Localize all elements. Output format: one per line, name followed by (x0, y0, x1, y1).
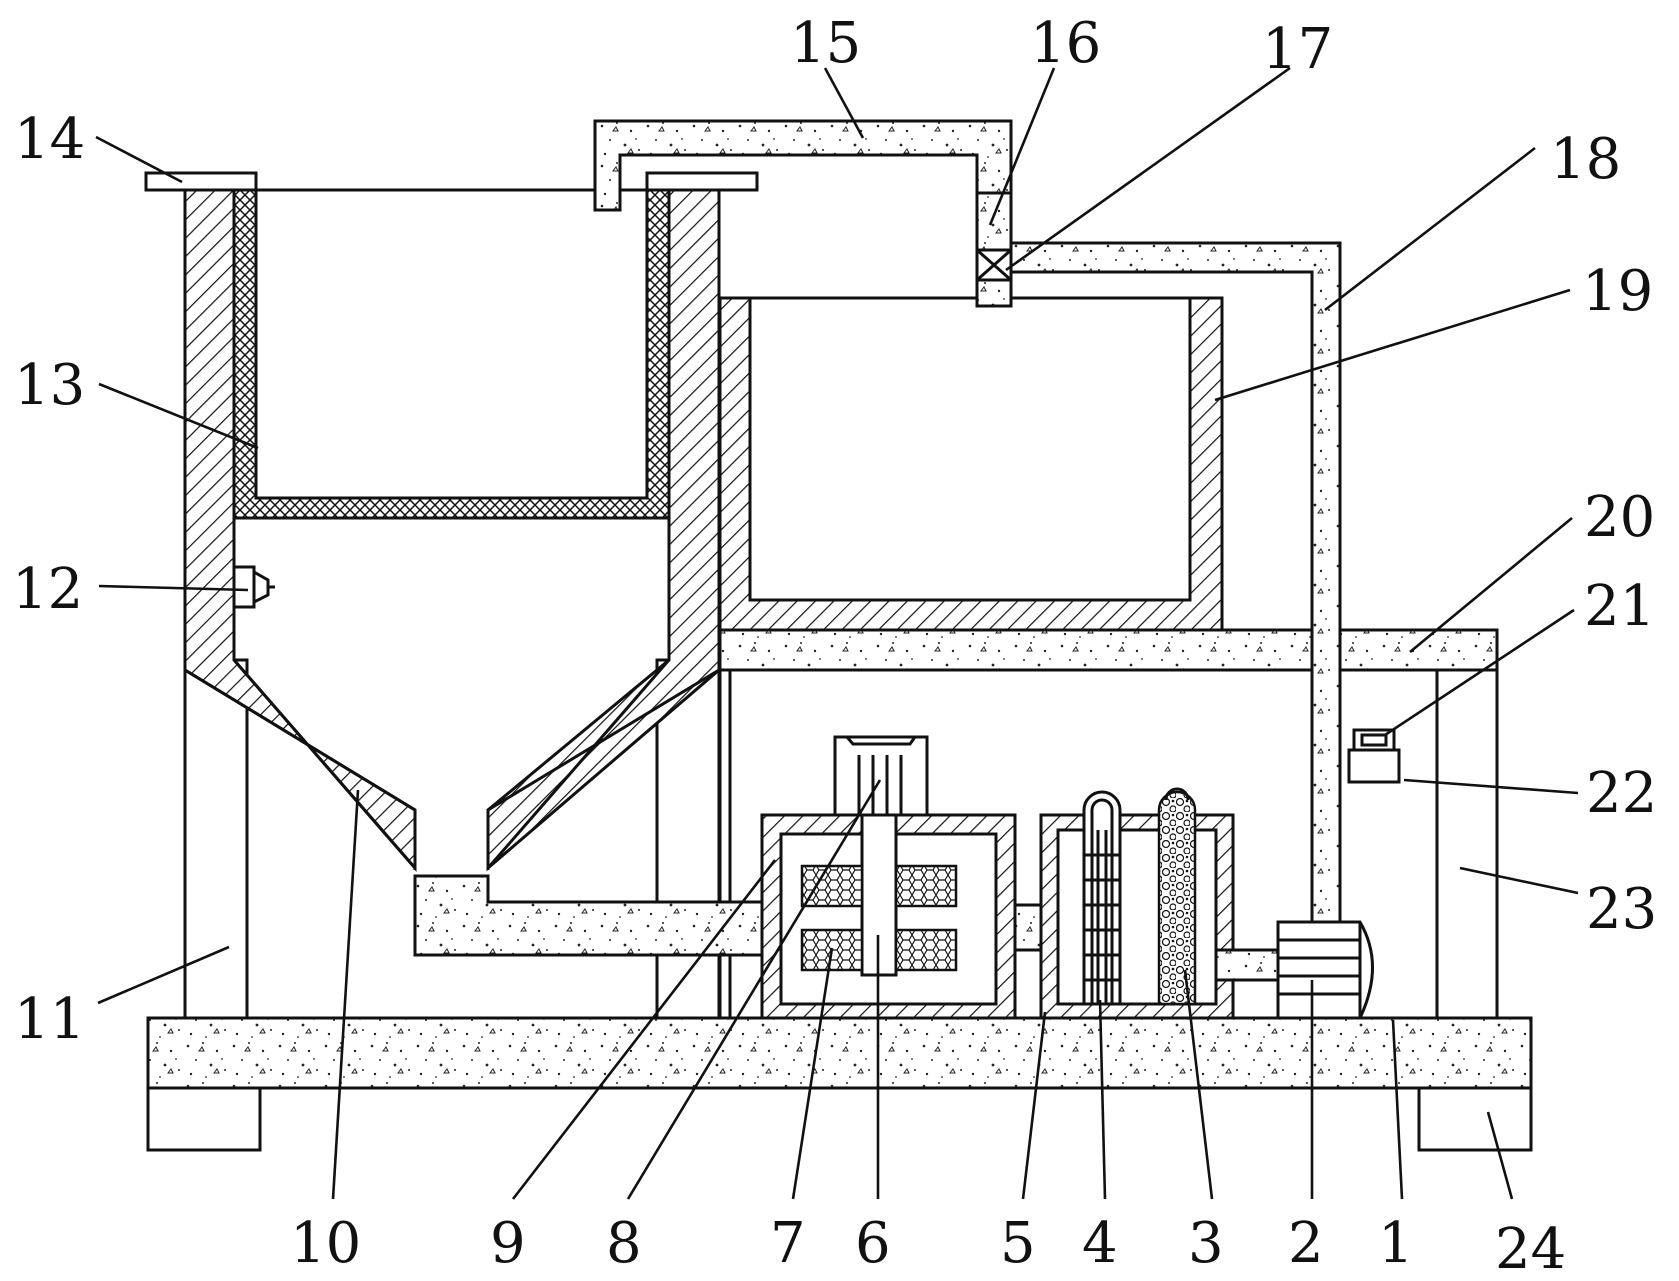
callout-9: 9 (490, 1211, 526, 1276)
frame-leg-right (1435, 668, 1499, 1020)
callout-8: 8 (606, 1211, 642, 1276)
stirring-blade-top-left (800, 864, 864, 908)
callout-3: 3 (1188, 1211, 1224, 1276)
callout-13: 13 (14, 353, 85, 418)
callout-1: 1 (1378, 1211, 1414, 1276)
collection-tank (718, 296, 1224, 632)
leader-lines (95, 66, 1579, 1200)
callout-17: 17 (1262, 17, 1333, 82)
base-plate (146, 1016, 1533, 1090)
control-box (1347, 748, 1401, 784)
callout-2: 2 (1288, 1211, 1324, 1276)
stirring-blade-bottom-right (894, 928, 958, 972)
drive-motor (1276, 920, 1374, 1020)
support-platform (718, 628, 1499, 672)
callout-19: 19 (1582, 259, 1653, 324)
callout-5: 5 (1000, 1211, 1036, 1276)
frame-leg-middle (718, 668, 732, 1020)
filter-basket (232, 188, 671, 520)
callout-20: 20 (1584, 485, 1655, 550)
callout-7: 7 (770, 1211, 806, 1276)
hopper-leg-left (183, 658, 249, 1020)
callout-11: 11 (14, 987, 85, 1052)
callout-21: 21 (1584, 574, 1655, 639)
callout-12: 12 (12, 557, 83, 622)
callout-15: 15 (790, 11, 861, 76)
hopper-flange-left (144, 171, 258, 192)
callout-23: 23 (1586, 877, 1657, 942)
callout-24: 24 (1495, 1217, 1566, 1281)
stirring-blade-top-right (894, 864, 958, 908)
callout-22: 22 (1586, 761, 1657, 826)
callout-4: 4 (1082, 1211, 1118, 1276)
callout-10: 10 (290, 1211, 361, 1276)
hopper-flange-right (645, 171, 759, 192)
callout-14: 14 (14, 107, 85, 172)
stirring-motor (833, 735, 929, 817)
filter-media (1157, 790, 1197, 1006)
support-foot-right (1417, 1086, 1533, 1152)
support-foot-left (146, 1086, 262, 1152)
callout-6: 6 (855, 1211, 891, 1276)
level-sensor (232, 565, 256, 609)
hopper-leg-right (655, 658, 721, 1020)
drive-shaft (1214, 948, 1280, 982)
mixing-chamber (760, 813, 1017, 1020)
filter-chamber (1039, 813, 1235, 1020)
chamber-connector (1013, 903, 1043, 952)
roller-group (1082, 790, 1122, 1006)
callout-18: 18 (1550, 127, 1621, 192)
transfer-pipe (593, 119, 1013, 308)
callout-labels: 1 2 3 4 5 6 7 8 9 10 11 12 13 14 15 16 1… (12, 11, 1657, 1281)
callout-16: 16 (1030, 11, 1101, 76)
